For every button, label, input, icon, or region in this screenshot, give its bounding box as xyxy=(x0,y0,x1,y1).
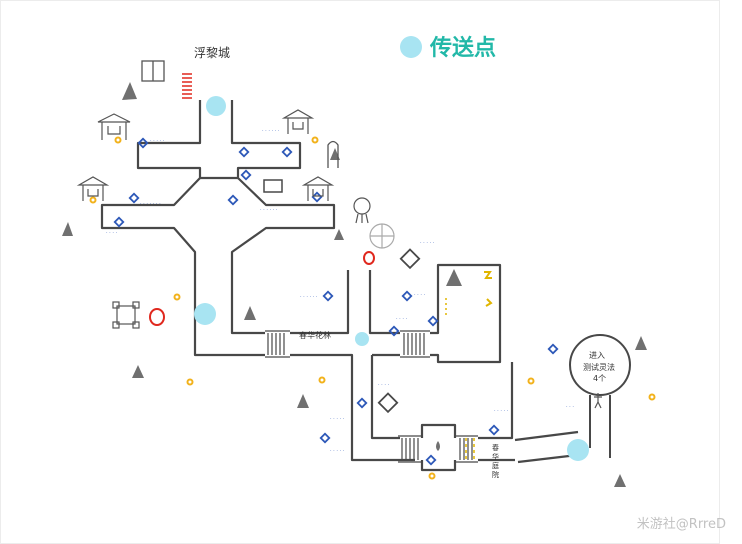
coin-icon xyxy=(311,136,319,144)
statue-icon xyxy=(369,223,395,249)
red-banner-icon xyxy=(182,73,192,99)
coin-icon xyxy=(173,293,181,301)
svg-text:· · · · · ·: · · · · · · xyxy=(300,294,318,300)
chest-marker-icon xyxy=(401,290,413,302)
chest-marker-icon xyxy=(113,216,125,228)
rock-icon xyxy=(334,229,344,240)
svg-text:· · · · · · ·: · · · · · · · xyxy=(140,201,161,207)
svg-text:· · ·: · · · xyxy=(566,404,574,410)
legend-teleport-dot xyxy=(400,36,422,58)
rock-icon xyxy=(614,474,626,487)
chest-marker-icon xyxy=(137,137,149,149)
rock-icon xyxy=(62,222,73,236)
pavilions xyxy=(76,109,335,201)
chest-marker-icon xyxy=(425,454,437,466)
coins xyxy=(89,136,656,480)
circle-room-label-1: 进入 xyxy=(589,351,605,360)
chest-marker-icon xyxy=(238,146,250,158)
circle-room xyxy=(569,334,631,396)
pavilion-icon xyxy=(76,176,110,201)
rock-icon xyxy=(244,306,256,320)
svg-text:· · · ·: · · · · xyxy=(396,316,408,322)
svg-text:· · · ·: · · · · xyxy=(378,382,390,388)
legend-teleport-label: 传送点 xyxy=(430,36,497,61)
chest-marker-icon xyxy=(356,397,368,409)
svg-text:· · · · ·: · · · · · xyxy=(330,448,345,454)
rock-icon xyxy=(122,82,137,100)
rock-icon xyxy=(446,269,462,286)
map-frame xyxy=(0,0,720,544)
watermark: 米游社@RrreD xyxy=(636,517,726,532)
drop-marker-icon xyxy=(436,441,440,451)
pavilion-icon xyxy=(281,109,315,134)
coin-icon xyxy=(114,136,122,144)
area-b-label: 春华庭院 xyxy=(492,444,499,479)
statue-puzzle-icon xyxy=(112,301,140,329)
teleport-point xyxy=(567,439,589,461)
svg-text:· · · ·: · · · · xyxy=(106,230,118,236)
gold-marks xyxy=(484,271,493,307)
bridges xyxy=(265,330,478,463)
rock-icon xyxy=(635,336,647,350)
svg-text:· · · · ·: · · · · · xyxy=(420,240,435,246)
annotation-scribbles: · · · · · · · · · · · · · · · · · · · · … xyxy=(106,128,574,454)
chest-marker-icon xyxy=(281,146,293,158)
circle-room-label-2: 测试灵法 xyxy=(583,363,615,372)
svg-text:· · · ·: · · · · xyxy=(414,292,426,298)
pavilion-icon xyxy=(97,113,131,140)
person-icon xyxy=(594,393,602,409)
gold-bridge-marks xyxy=(445,298,475,460)
chest-marker-icon xyxy=(488,424,500,436)
double-door-icon xyxy=(141,60,165,82)
city-name-label: 浮黎城 xyxy=(194,46,231,60)
chest-markers xyxy=(113,137,559,466)
chest-marker-icon xyxy=(319,432,331,444)
main-hall-paths xyxy=(100,100,587,472)
chest-marker-icon xyxy=(311,191,323,203)
teleport-point xyxy=(194,303,216,325)
chest-marker-icon xyxy=(388,325,400,337)
tree-icon xyxy=(353,197,371,224)
rock-icon xyxy=(132,365,144,378)
teleport-point xyxy=(206,96,226,116)
coin-icon xyxy=(318,376,326,384)
coin-icon xyxy=(527,377,535,385)
chest-marker-icon xyxy=(227,194,239,206)
svg-text:· · · · ·: · · · · · xyxy=(494,408,509,414)
svg-text:· · · · · ·: · · · · · · xyxy=(260,207,278,213)
circle-room-corridor xyxy=(589,395,611,458)
red-markers xyxy=(149,251,375,326)
teleport-point xyxy=(355,332,369,346)
teleport-points xyxy=(194,96,589,461)
chest-marker-icon xyxy=(128,192,140,204)
circle-room-label-3: 4个 xyxy=(593,374,607,383)
pavilion-icon xyxy=(301,176,335,201)
coin-icon xyxy=(428,472,436,480)
chest-marker-icon xyxy=(240,169,252,181)
puzzle-markers xyxy=(377,248,421,414)
gate-icon xyxy=(327,140,339,168)
svg-text:· · · · ·: · · · · · xyxy=(330,416,345,422)
rocks xyxy=(62,82,647,487)
svg-text:· · · · · ·: · · · · · · xyxy=(262,128,280,134)
svg-text:· · · · ·: · · · · · xyxy=(150,138,165,144)
coin-icon xyxy=(89,196,97,204)
chest-marker-icon xyxy=(322,290,334,302)
room-box xyxy=(263,179,283,193)
area-a-label: 春华花林 xyxy=(299,331,331,340)
chest-marker-icon xyxy=(547,343,559,355)
rock-icon xyxy=(297,394,309,408)
coin-icon xyxy=(648,393,656,401)
coin-icon xyxy=(186,378,194,386)
chest-marker-icon xyxy=(427,315,439,327)
